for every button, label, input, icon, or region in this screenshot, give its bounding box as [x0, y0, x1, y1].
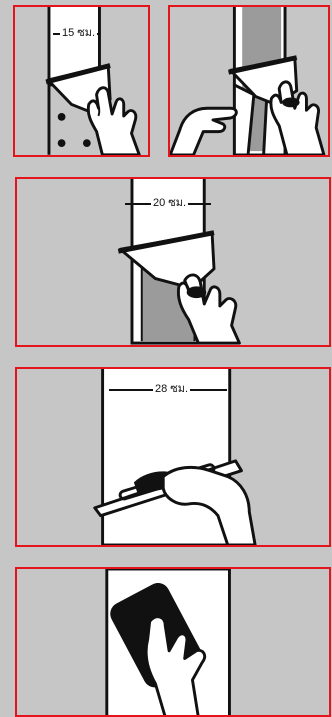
step-5-panel — [15, 567, 331, 717]
hand-icon — [88, 88, 139, 155]
hand-icon — [170, 108, 236, 155]
step-4-panel: 28 ซม. — [15, 367, 331, 547]
step-4-measure-label: 28 ซม. — [153, 383, 190, 395]
step-3-panel: 20 ซม. — [15, 177, 331, 347]
step-2-illustration — [170, 7, 328, 155]
step-4-illustration — [17, 369, 329, 545]
step-2-panel — [168, 5, 330, 157]
step-1-panel: 15 ซม. — [13, 5, 150, 157]
step-1-measure-label: 15 ซม. — [60, 27, 97, 39]
step-5-illustration — [17, 569, 329, 715]
step-3-measure-label: 20 ซม. — [151, 197, 188, 209]
